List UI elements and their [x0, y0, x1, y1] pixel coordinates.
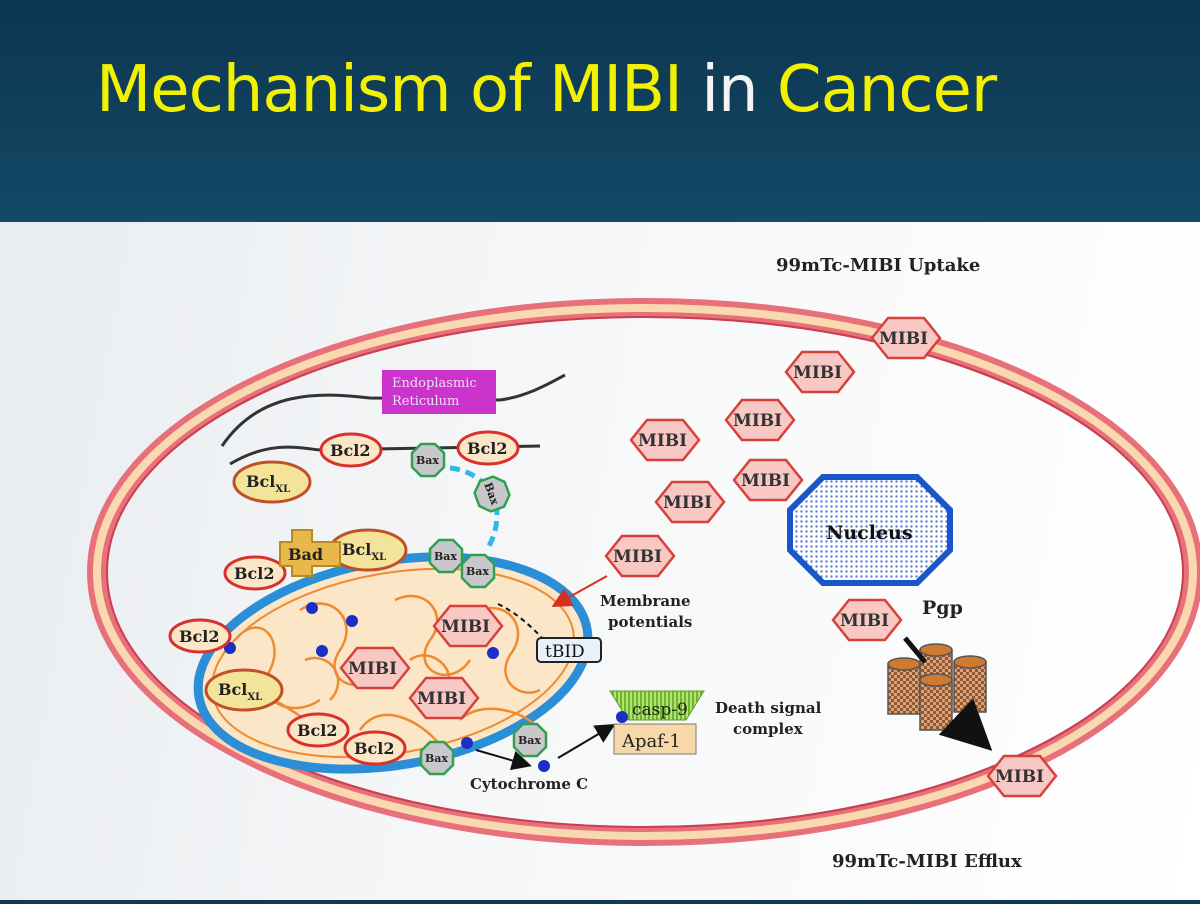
- pgp-entry-arrow: [903, 636, 927, 664]
- er-label-line1: Endoplasmic: [392, 376, 477, 391]
- mibi-label: MIBI: [613, 547, 662, 567]
- mibi-hexagon: MIBI: [831, 598, 903, 642]
- bcl2-oval: Bcl2: [343, 730, 407, 766]
- bcl2-oval: Bcl2: [223, 555, 287, 591]
- nucleus: Nucleus: [787, 474, 953, 586]
- diagram-area: 99mTc-MIBI Uptake 99mTc-MIBI Efflux Endo…: [0, 222, 1200, 900]
- bcl2-oval: Bcl2: [286, 712, 350, 748]
- bcl2-label: Bcl2: [234, 564, 274, 583]
- bcl2-label: Bcl2: [179, 627, 219, 646]
- membrane-potential-arrow: [551, 575, 608, 607]
- bclxl-oval: BclXL: [232, 460, 312, 504]
- cytochrome-arrow: [475, 749, 532, 771]
- bcl2-label: Bcl2: [354, 739, 394, 758]
- death-label-line2: complex: [733, 720, 804, 738]
- bclxl-proteins: BclXL BclXL BclXL: [204, 460, 408, 712]
- bcl2-oval: Bcl2: [456, 430, 520, 466]
- bax-octagon: Bax: [460, 553, 496, 589]
- mibi-mechanism-diagram: 99mTc-MIBI Uptake 99mTc-MIBI Efflux Endo…: [87, 255, 1200, 872]
- death-signal-complex: Apaf-1 casp-9: [609, 690, 705, 755]
- mibi-hexagon: MIBI: [408, 676, 480, 720]
- slide-title: Mechanism of MIBI in Cancer: [96, 52, 997, 128]
- tbid-box: tBID: [536, 637, 602, 663]
- bax-label: Bax: [416, 454, 439, 467]
- pgp-label: Pgp: [922, 597, 963, 619]
- mibi-hexagon: MIBI: [986, 754, 1058, 798]
- mibi-label: MIBI: [441, 617, 490, 637]
- tbid-dashed-line: [497, 603, 545, 641]
- mibi-label: MIBI: [741, 471, 790, 491]
- efflux-label: 99mTc-MIBI Efflux: [832, 851, 1022, 872]
- bax-label: Bax: [466, 565, 489, 578]
- pgp-pump: [887, 643, 987, 731]
- membrane-label-line1: Membrane: [600, 592, 691, 610]
- mibi-label: MIBI: [417, 689, 466, 709]
- death-label-line1: Death signal: [715, 699, 822, 717]
- mibi-hexagon: MIBI: [654, 480, 726, 524]
- bcl2-label: Bcl2: [330, 441, 370, 460]
- er-membrane-upper: [220, 373, 566, 447]
- title-part-1: Mechanism of MIBI: [96, 53, 683, 127]
- uptake-label: 99mTc-MIBI Uptake: [776, 255, 980, 276]
- casp9-label: casp-9: [632, 700, 688, 720]
- mibi-hexagon: MIBI: [732, 458, 804, 502]
- nucleus-label: Nucleus: [826, 522, 913, 544]
- title-part-2: in: [681, 53, 777, 127]
- pgp-efflux-arrow: [938, 698, 993, 751]
- bax-label: Bax: [518, 734, 541, 747]
- mibi-hexagon: MIBI: [784, 350, 856, 394]
- bax-octagon: Bax: [512, 722, 548, 758]
- er-membrane-lower: [229, 444, 541, 466]
- mibi-label: MIBI: [840, 611, 889, 631]
- bclxl-oval: BclXL: [204, 668, 284, 712]
- bcl2-label: Bcl2: [297, 721, 337, 740]
- mibi-hexagon: MIBI: [724, 398, 796, 442]
- mibi-label: MIBI: [348, 659, 397, 679]
- mibi-molecules: MIBI MIBI MIBI MIBI MIBI MIBI MIBI MIBI MIBI MIBI…: [339, 316, 1058, 798]
- slide-header: Mechanism of MIBI in Cancer: [0, 0, 1200, 222]
- bax-octagon: Bax: [428, 538, 464, 574]
- apaf-label: Apaf-1: [621, 731, 681, 752]
- mibi-label: MIBI: [995, 767, 1044, 787]
- mibi-label: MIBI: [733, 411, 782, 431]
- cell-membrane: [87, 298, 1200, 846]
- bax-label: Bax: [425, 752, 448, 765]
- bax-octagon: Bax: [419, 740, 455, 776]
- bad-protein: Bad: [279, 529, 341, 577]
- er-label-line2: Reticulum: [392, 394, 459, 409]
- bcl2-oval: Bcl2: [319, 432, 383, 468]
- bclxl-oval: BclXL: [328, 528, 408, 572]
- mibi-label: MIBI: [638, 431, 687, 451]
- cytochrome-label: Cytochrome C: [470, 775, 588, 793]
- bax-octagon: Bax: [410, 442, 446, 478]
- mibi-hexagon: MIBI: [339, 646, 411, 690]
- bax-label: Bax: [434, 550, 457, 563]
- mibi-hexagon: MIBI: [604, 534, 676, 578]
- mibi-hexagon: MIBI: [432, 604, 504, 648]
- bad-label: Bad: [288, 545, 323, 564]
- apoptosome-arrow: [557, 723, 616, 759]
- er-label-box: Endoplasmic Reticulum: [382, 370, 496, 414]
- mibi-hexagon: MIBI: [629, 418, 701, 462]
- bax-octagon: Bax: [473, 475, 511, 513]
- mibi-label: MIBI: [879, 329, 928, 349]
- membrane-label-line2: potentials: [608, 613, 692, 631]
- bcl2-label: Bcl2: [467, 439, 507, 458]
- mibi-label: MIBI: [663, 493, 712, 513]
- mibi-label: MIBI: [793, 363, 842, 383]
- title-part-3: Cancer: [776, 53, 997, 127]
- cytochrome-c-dot: [538, 760, 550, 772]
- tbid-label: tBID: [545, 642, 585, 662]
- mibi-hexagon: MIBI: [870, 316, 942, 360]
- bcl2-oval: Bcl2: [168, 618, 232, 654]
